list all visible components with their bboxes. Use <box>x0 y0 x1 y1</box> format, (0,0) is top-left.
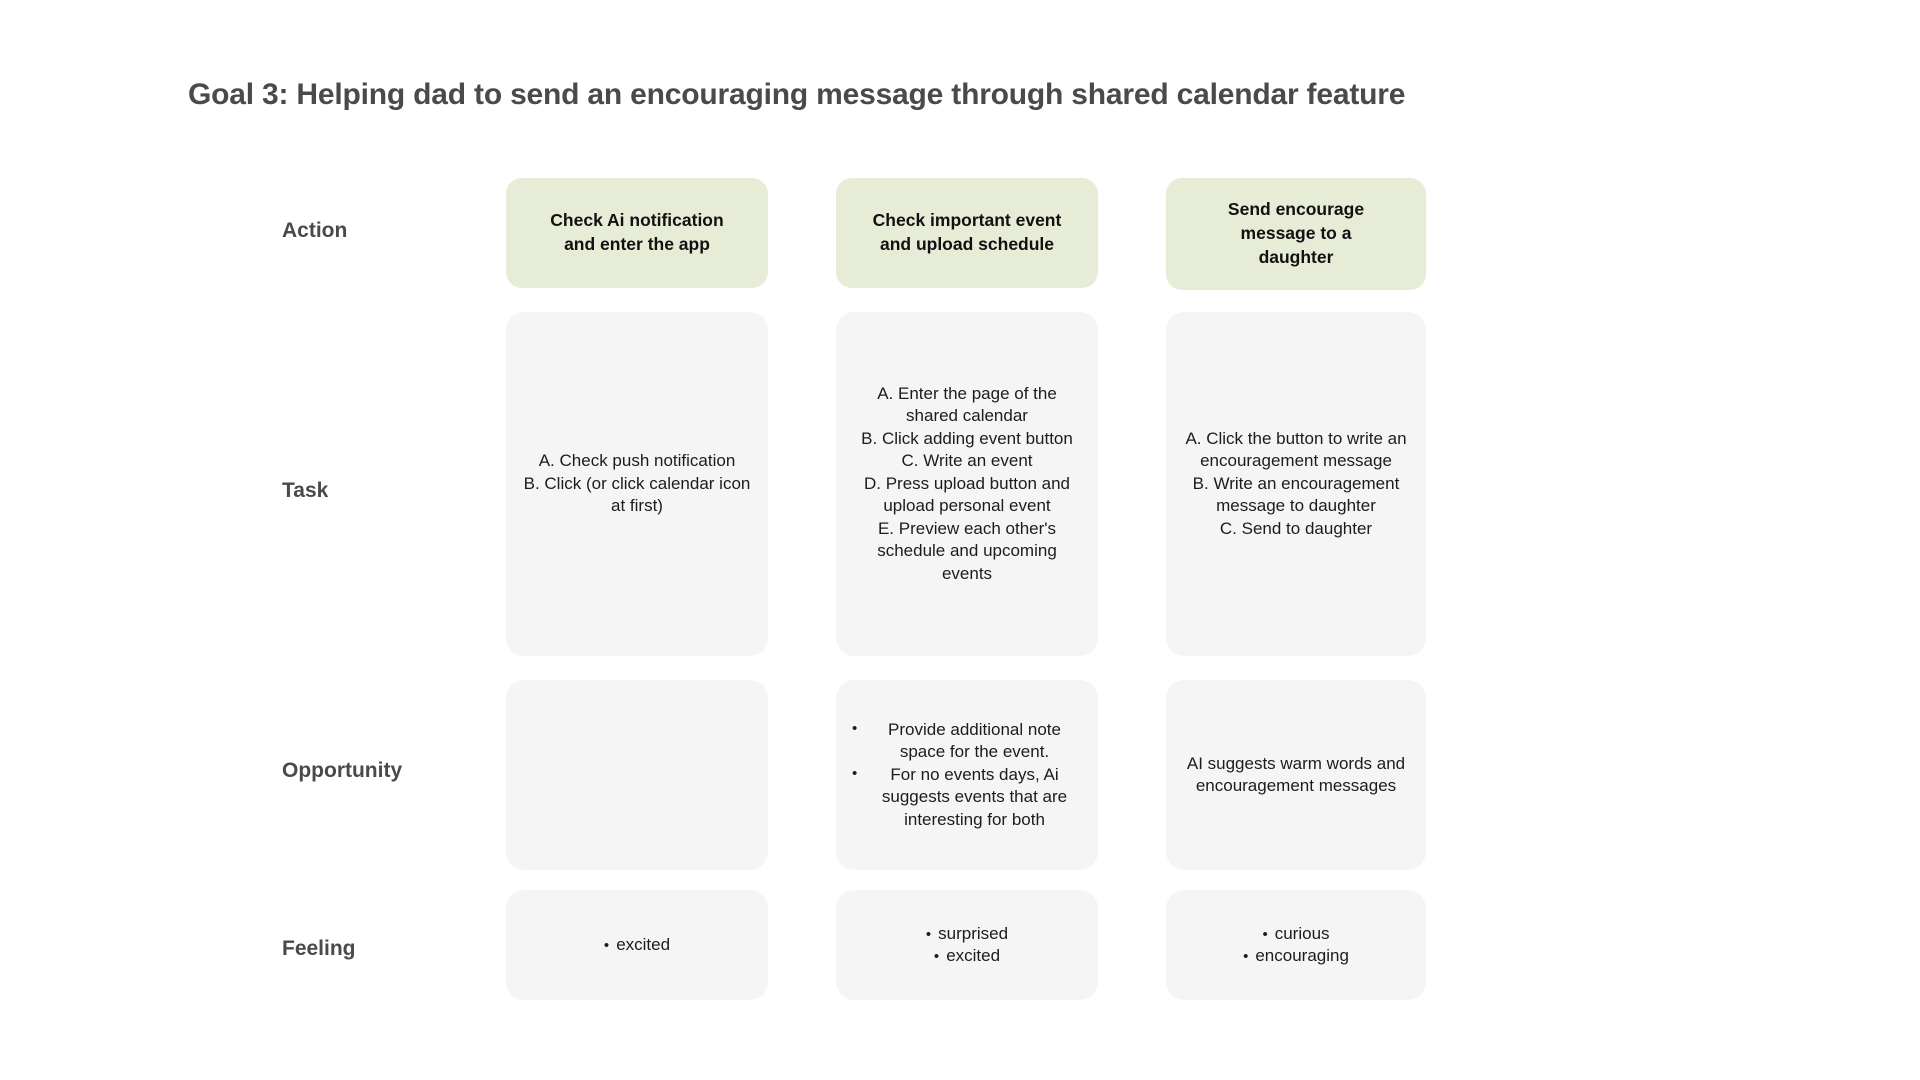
action-card-3[interactable]: Send encourage message to a daughter <box>1166 178 1426 290</box>
task-card-1[interactable]: A. Check push notification B. Click (or … <box>506 312 768 656</box>
feeling-card-2[interactable]: surprised excited <box>836 890 1098 1000</box>
feeling-card-3-text: curious encouraging <box>1180 923 1412 968</box>
opportunity-card-3-line-1: AI suggests warm words and <box>1186 753 1406 773</box>
task-card-3-line-3: B. Write an encouragement <box>1192 473 1400 493</box>
task-card-2-line-7: E. Preview each other's <box>877 518 1057 538</box>
task-card-3-text: A. Click the button to write an encourag… <box>1180 428 1412 540</box>
action-card-3-line-3: daughter <box>1258 246 1334 267</box>
task-card-2-line-8: schedule and upcoming <box>877 541 1057 561</box>
list-item: curious <box>1243 923 1349 945</box>
task-card-1-line-2: B. Click (or click calendar icon <box>523 473 751 493</box>
action-card-3-line-1: Send encourage <box>1227 199 1365 220</box>
opportunity-card-2-text: Provide additional note space for the ev… <box>850 719 1084 831</box>
task-card-1-text: A. Check push notification B. Click (or … <box>520 450 754 517</box>
list-item: excited <box>926 945 1008 967</box>
row-label-task: Task <box>282 479 329 502</box>
task-card-3-line-4: message to daughter <box>1216 496 1376 516</box>
row-label-feeling: Feeling <box>282 937 356 960</box>
row-label-action: Action <box>282 219 348 242</box>
task-card-2-line-6: upload personal event <box>883 496 1051 516</box>
feeling-card-3[interactable]: curious encouraging <box>1166 890 1426 1000</box>
list-item: surprised <box>926 923 1008 945</box>
list-item: excited <box>604 934 670 956</box>
task-card-2-text: A. Enter the page of the shared calendar… <box>850 383 1084 585</box>
page-title: Goal 3: Helping dad to send an encouragi… <box>188 78 1406 111</box>
action-card-1-line-1: Check Ai notification <box>550 210 724 231</box>
list-item: Provide additional note space for the ev… <box>850 719 1084 764</box>
feeling-card-3-list: curious encouraging <box>1243 923 1349 968</box>
action-card-2-line-1: Check important event <box>872 210 1062 231</box>
task-card-2-line-9: events <box>941 563 993 583</box>
task-card-1-line-3: at first) <box>611 496 663 516</box>
action-card-2-text: Check important event and upload schedul… <box>850 209 1084 257</box>
action-card-2-line-2: and upload schedule <box>879 234 1055 254</box>
opportunity-card-2-list: Provide additional note space for the ev… <box>850 719 1084 831</box>
task-card-2-line-5: D. Press upload button and <box>863 473 1071 493</box>
opportunity-card-1[interactable] <box>506 680 768 870</box>
action-card-1-text: Check Ai notification and enter the app <box>520 209 754 257</box>
opportunity-card-3-text: AI suggests warm words and encouragement… <box>1180 753 1412 798</box>
row-label-opportunity: Opportunity <box>282 759 403 782</box>
task-card-2-line-1: A. Enter the page of the <box>877 384 1057 404</box>
action-card-3-line-2: message to a <box>1240 223 1352 244</box>
task-card-2-line-3: B. Click adding event button <box>861 428 1073 448</box>
task-card-2-line-2: shared calendar <box>906 406 1028 426</box>
task-card-3-line-2: encouragement message <box>1200 451 1392 471</box>
task-card-3-line-1: A. Click the button to write an <box>1185 428 1407 448</box>
task-card-3[interactable]: A. Click the button to write an encourag… <box>1166 312 1426 656</box>
feeling-card-2-list: surprised excited <box>926 923 1008 968</box>
feeling-card-1-text: excited <box>520 934 754 956</box>
opportunity-card-3[interactable]: AI suggests warm words and encouragement… <box>1166 680 1426 870</box>
action-card-1[interactable]: Check Ai notification and enter the app <box>506 178 768 288</box>
feeling-card-1-list: excited <box>604 934 670 956</box>
opportunity-card-3-line-2: encouragement messages <box>1195 776 1397 795</box>
list-item: For no events days, Ai suggests events t… <box>850 764 1084 831</box>
feeling-card-2-text: surprised excited <box>850 923 1084 968</box>
opportunity-card-2[interactable]: Provide additional note space for the ev… <box>836 680 1098 870</box>
task-card-3-line-5: C. Send to daughter <box>1219 518 1373 538</box>
action-card-2[interactable]: Check important event and upload schedul… <box>836 178 1098 288</box>
action-card-1-line-2: and enter the app <box>564 234 710 254</box>
feeling-card-1[interactable]: excited <box>506 890 768 1000</box>
task-card-2-line-4: C. Write an event <box>901 451 1033 471</box>
task-card-1-line-1: A. Check push notification <box>538 451 736 471</box>
task-card-2[interactable]: A. Enter the page of the shared calendar… <box>836 312 1098 656</box>
action-card-3-text: Send encourage message to a daughter <box>1180 198 1412 269</box>
list-item: encouraging <box>1243 945 1349 967</box>
